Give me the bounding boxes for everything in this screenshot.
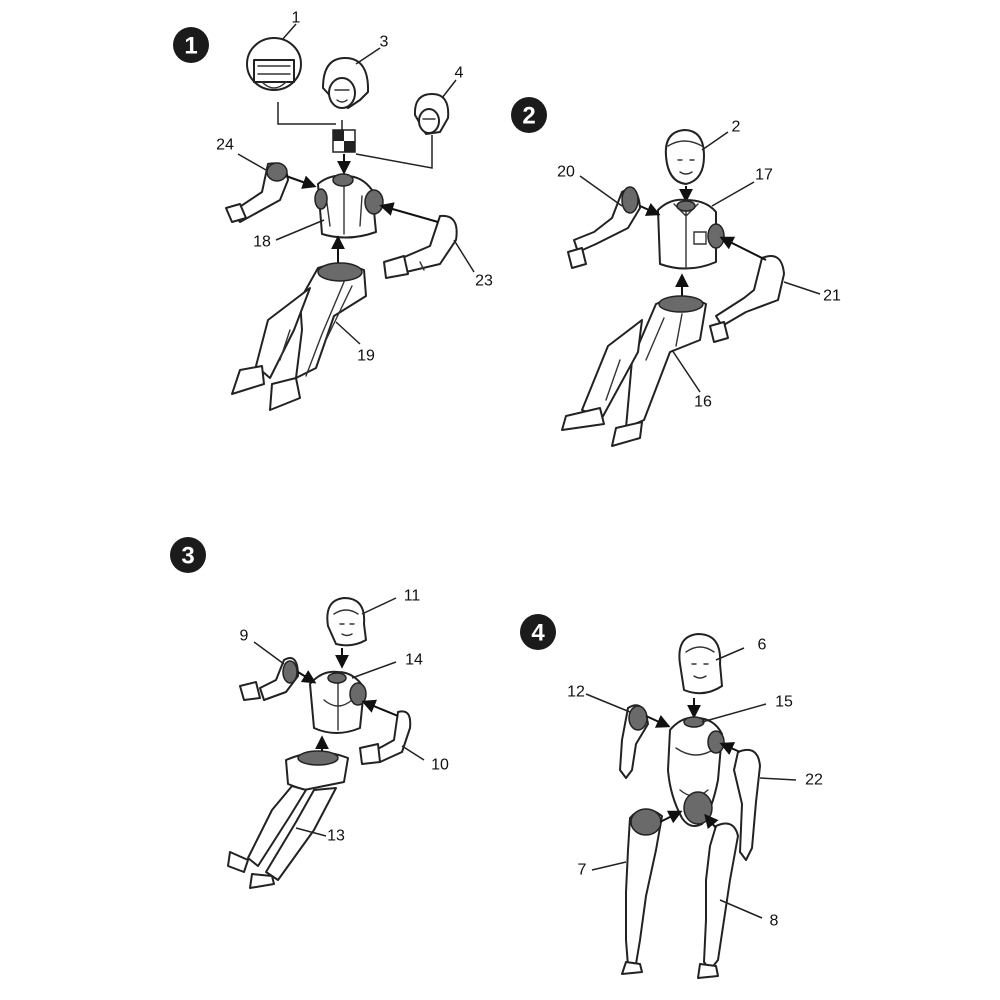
left-arm-arrow (285, 175, 317, 189)
part-label-24: 24 (216, 137, 234, 154)
small-helmet-part (413, 93, 450, 135)
step-1-group: 1 (173, 10, 493, 411)
part-label-20: 20 (557, 164, 575, 181)
swimsuit-right-leg-part (697, 822, 739, 979)
woman-left-arm-part (239, 657, 299, 701)
full-face-helmet-part (246, 37, 302, 91)
swimsuit-right-arm-arrow (719, 742, 741, 755)
leader-15 (701, 703, 767, 723)
part-label-4: 4 (455, 65, 464, 82)
leader-21 (783, 281, 821, 295)
leader-7 (591, 861, 627, 871)
leader-3 (355, 47, 381, 65)
leader-23 (453, 239, 475, 273)
part-label-8: 8 (770, 913, 779, 930)
right-arm-arrow (379, 202, 439, 223)
part-label-12: 12 (567, 684, 585, 701)
helmet-bracket-lines (277, 102, 433, 169)
swimsuit-left-arm-arrow (645, 714, 671, 728)
part-label-18: 18 (253, 234, 271, 251)
part-label-17: 17 (755, 167, 773, 184)
part-label-1: 1 (292, 10, 301, 27)
part-label-9: 9 (240, 628, 249, 645)
woman-left-arm-arrow (297, 670, 317, 684)
right-sleeve-arrow (719, 236, 767, 261)
step-3-number: 3 (181, 543, 194, 570)
man-head-part (664, 129, 705, 185)
woman-legs-part (227, 750, 349, 889)
leader-9 (253, 641, 285, 665)
part-label-13: 13 (327, 828, 345, 845)
leader-6 (715, 647, 745, 661)
man-right-arm-part (709, 255, 785, 343)
woman-top-part (309, 670, 367, 734)
leader-13 (295, 827, 327, 837)
step-2-group: 2 (511, 97, 841, 447)
swimsuit-left-leg-part (621, 808, 663, 975)
leader-19 (335, 321, 361, 345)
step-3-badge (170, 537, 206, 573)
leader-20 (579, 175, 623, 207)
step-4-group: 4 (520, 614, 823, 979)
part-label-15: 15 (775, 694, 793, 711)
swimsuit-left-arm-part (619, 704, 649, 779)
man-left-arm-part (567, 186, 641, 269)
open-face-helmet-part (322, 57, 370, 109)
checker-choice-icon (332, 129, 356, 153)
part-label-14: 14 (405, 652, 423, 669)
leader-14 (351, 661, 397, 679)
part-label-3: 3 (380, 34, 389, 51)
part-label-7: 7 (578, 862, 587, 879)
swimsuit-woman-head-part (678, 633, 723, 695)
driver-left-arm-part (225, 162, 289, 223)
woman-right-arm-arrow (361, 699, 399, 717)
part-label-11: 11 (404, 588, 421, 605)
leader-11 (361, 597, 397, 615)
driver-right-arm-part (383, 214, 458, 279)
step-4-number: 4 (531, 620, 545, 647)
swimsuit-body-part (667, 716, 725, 827)
left-leg-arrow (659, 810, 683, 824)
part-label-21: 21 (823, 288, 841, 305)
driver-legs-part (231, 262, 367, 411)
part-label-10: 10 (431, 757, 449, 774)
leader-22 (759, 777, 797, 781)
leader-12 (585, 693, 631, 713)
leader-4 (441, 79, 457, 99)
driver-torso-part (314, 173, 384, 239)
leader-16 (671, 349, 701, 393)
woman-right-arm-part (359, 710, 412, 765)
step-2-number: 2 (522, 103, 535, 130)
step-2-badge (511, 97, 547, 133)
step-4-badge (520, 614, 556, 650)
leader-2 (701, 131, 729, 151)
right-leg-arrow (704, 813, 719, 830)
leader-18 (275, 219, 325, 241)
part-label-6: 6 (758, 637, 767, 654)
part-label-16: 16 (694, 394, 712, 411)
part-label-2: 2 (732, 119, 741, 136)
leader-10 (401, 745, 425, 761)
man-shirt-part (657, 198, 725, 270)
step-1-badge (173, 27, 209, 63)
part-label-19: 19 (357, 348, 375, 365)
leader-24 (237, 153, 267, 171)
leader-17 (711, 181, 755, 207)
step-3-group: 3 (170, 537, 449, 889)
step-1-number: 1 (184, 33, 197, 60)
leader-1 (281, 23, 297, 41)
man-legs-part (561, 295, 707, 447)
part-label-22: 22 (805, 772, 823, 789)
leader-8 (719, 899, 763, 919)
part-label-23: 23 (475, 273, 493, 290)
woman-head-part (326, 597, 367, 647)
swimsuit-right-arm-part (733, 748, 761, 861)
left-sleeve-arrow (639, 203, 661, 216)
